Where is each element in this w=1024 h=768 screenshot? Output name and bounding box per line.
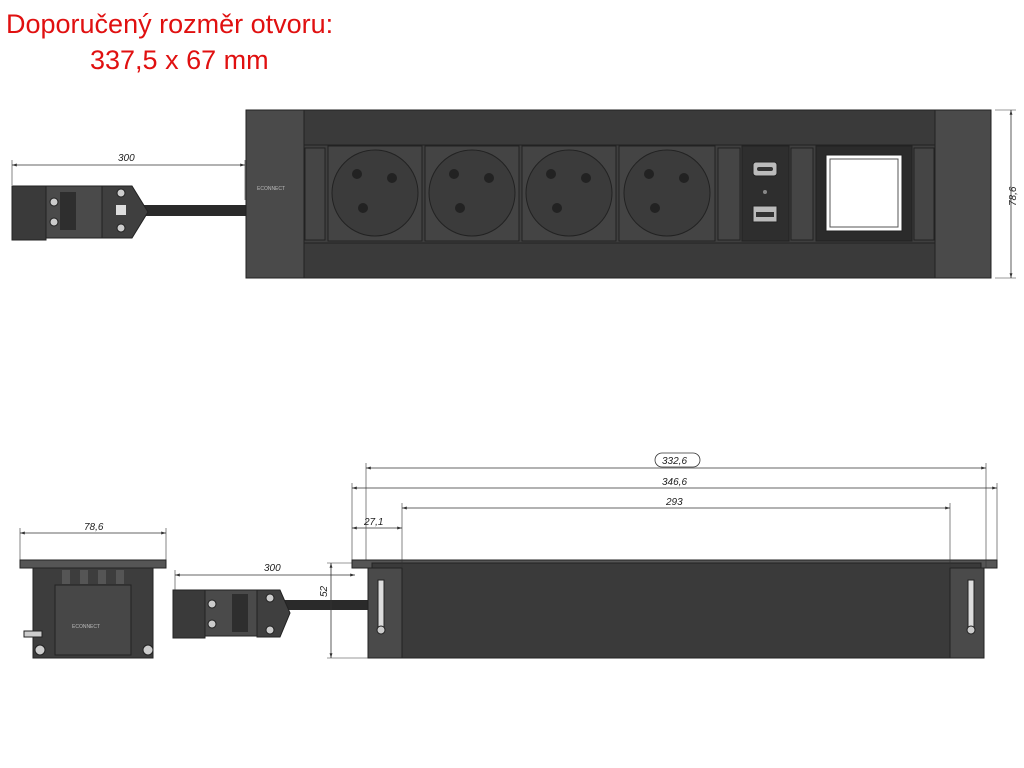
- dim-346-label: 346,6: [662, 477, 687, 488]
- end-view: 78,6 ECONNECT: [19, 522, 167, 659]
- width-label: 78,6: [84, 522, 104, 533]
- side-gst-connector: [172, 589, 291, 639]
- side-view: 300 52 332,6 346,6 27,1: [172, 452, 998, 659]
- side-body: [371, 562, 982, 659]
- recommended-cutout-label: Doporučený rozměr otvoru:: [6, 9, 334, 39]
- socket-3: [521, 145, 617, 242]
- brand-logo: ECONNECT: [257, 186, 285, 192]
- top-view: 300 ECONNECT: [11, 109, 1019, 279]
- power-cable: [100, 205, 250, 216]
- dim-27-label: 27,1: [363, 517, 383, 528]
- usb-module: [741, 145, 790, 242]
- cable-length-label: 300: [118, 153, 135, 164]
- socket-1: [327, 145, 423, 242]
- side-height-label: 52: [319, 585, 330, 597]
- clamp-screw-left: [377, 579, 385, 629]
- dim-293-label: 293: [665, 497, 683, 508]
- socket-2: [424, 145, 520, 242]
- side-cable-length-label: 300: [264, 563, 281, 574]
- end-cap-left: [245, 109, 305, 279]
- blank-module: [815, 145, 913, 242]
- cutout-dimensions: 337,5 x 67 mm: [90, 45, 269, 75]
- clamp-screw-right: [967, 579, 975, 629]
- side-cable: [280, 600, 372, 610]
- height-label: 78,6: [1008, 186, 1019, 206]
- end-cap-right: [934, 109, 992, 279]
- end-brand-logo: ECONNECT: [72, 624, 100, 630]
- dim-332-label: 332,6: [662, 456, 687, 467]
- gst-connector: [11, 185, 149, 241]
- socket-4: [618, 145, 716, 242]
